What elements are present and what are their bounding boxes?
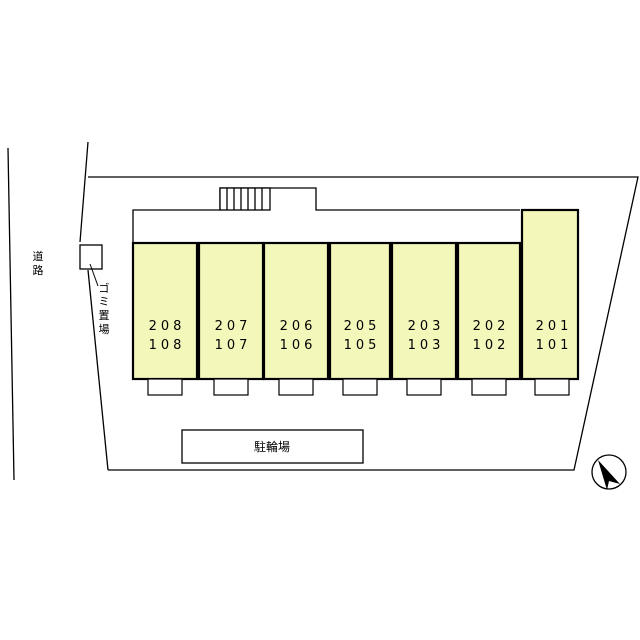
road-label-1: 道 bbox=[33, 249, 44, 263]
north-arrow-icon bbox=[591, 454, 627, 490]
unit-number-lower: 105 bbox=[344, 338, 381, 353]
bike-parking-area bbox=[181, 429, 364, 464]
unit-number-upper: 205 bbox=[344, 319, 381, 334]
balcony bbox=[534, 378, 570, 396]
unit-number-upper: 202 bbox=[473, 319, 510, 334]
unit-number-upper: 208 bbox=[149, 319, 186, 334]
garbage-leader-line bbox=[89, 263, 99, 287]
unit-number-upper: 203 bbox=[408, 319, 445, 334]
unit-207-107: 207 107 bbox=[197, 241, 265, 396]
unit-201-101: 201 101 bbox=[520, 208, 580, 396]
balcony bbox=[213, 378, 249, 396]
road-edge-left bbox=[7, 147, 15, 481]
unit-number-lower: 106 bbox=[280, 338, 317, 353]
road-edge-right-upper bbox=[79, 141, 89, 243]
unit-number-lower: 102 bbox=[473, 338, 510, 353]
garbage-label-2: ミ bbox=[99, 295, 110, 308]
garbage-label-4: 場 bbox=[99, 323, 110, 336]
balcony bbox=[147, 378, 183, 396]
unit-number-upper: 201 bbox=[536, 319, 573, 334]
unit-number-upper: 207 bbox=[215, 319, 252, 334]
unit-number-lower: 103 bbox=[408, 338, 445, 353]
balcony bbox=[278, 378, 314, 396]
unit-208-108: 208 108 bbox=[131, 241, 199, 396]
unit-202-102: 202 102 bbox=[456, 241, 522, 396]
unit-number-lower: 107 bbox=[215, 338, 252, 353]
garbage-label-3: 置 bbox=[99, 309, 110, 322]
unit-205-105: 205 105 bbox=[328, 241, 392, 396]
road-label-2: 路 bbox=[33, 264, 44, 277]
corridor bbox=[132, 187, 520, 243]
site-boundary bbox=[88, 176, 639, 471]
bike-parking-label: 駐輪場 bbox=[254, 439, 290, 454]
balcony bbox=[471, 378, 507, 396]
garbage-label-1: ゴ bbox=[99, 281, 110, 295]
unit-number-upper: 206 bbox=[280, 319, 317, 334]
garbage-box bbox=[79, 244, 103, 270]
road-edge-right-lower bbox=[87, 269, 109, 471]
unit-number-lower: 108 bbox=[149, 338, 186, 353]
unit-206-106: 206 106 bbox=[262, 241, 330, 396]
unit-203-103: 203 103 bbox=[390, 241, 458, 396]
balcony bbox=[406, 378, 442, 396]
unit-number-lower: 101 bbox=[536, 338, 573, 353]
balcony bbox=[342, 378, 378, 396]
stairs bbox=[219, 187, 271, 211]
